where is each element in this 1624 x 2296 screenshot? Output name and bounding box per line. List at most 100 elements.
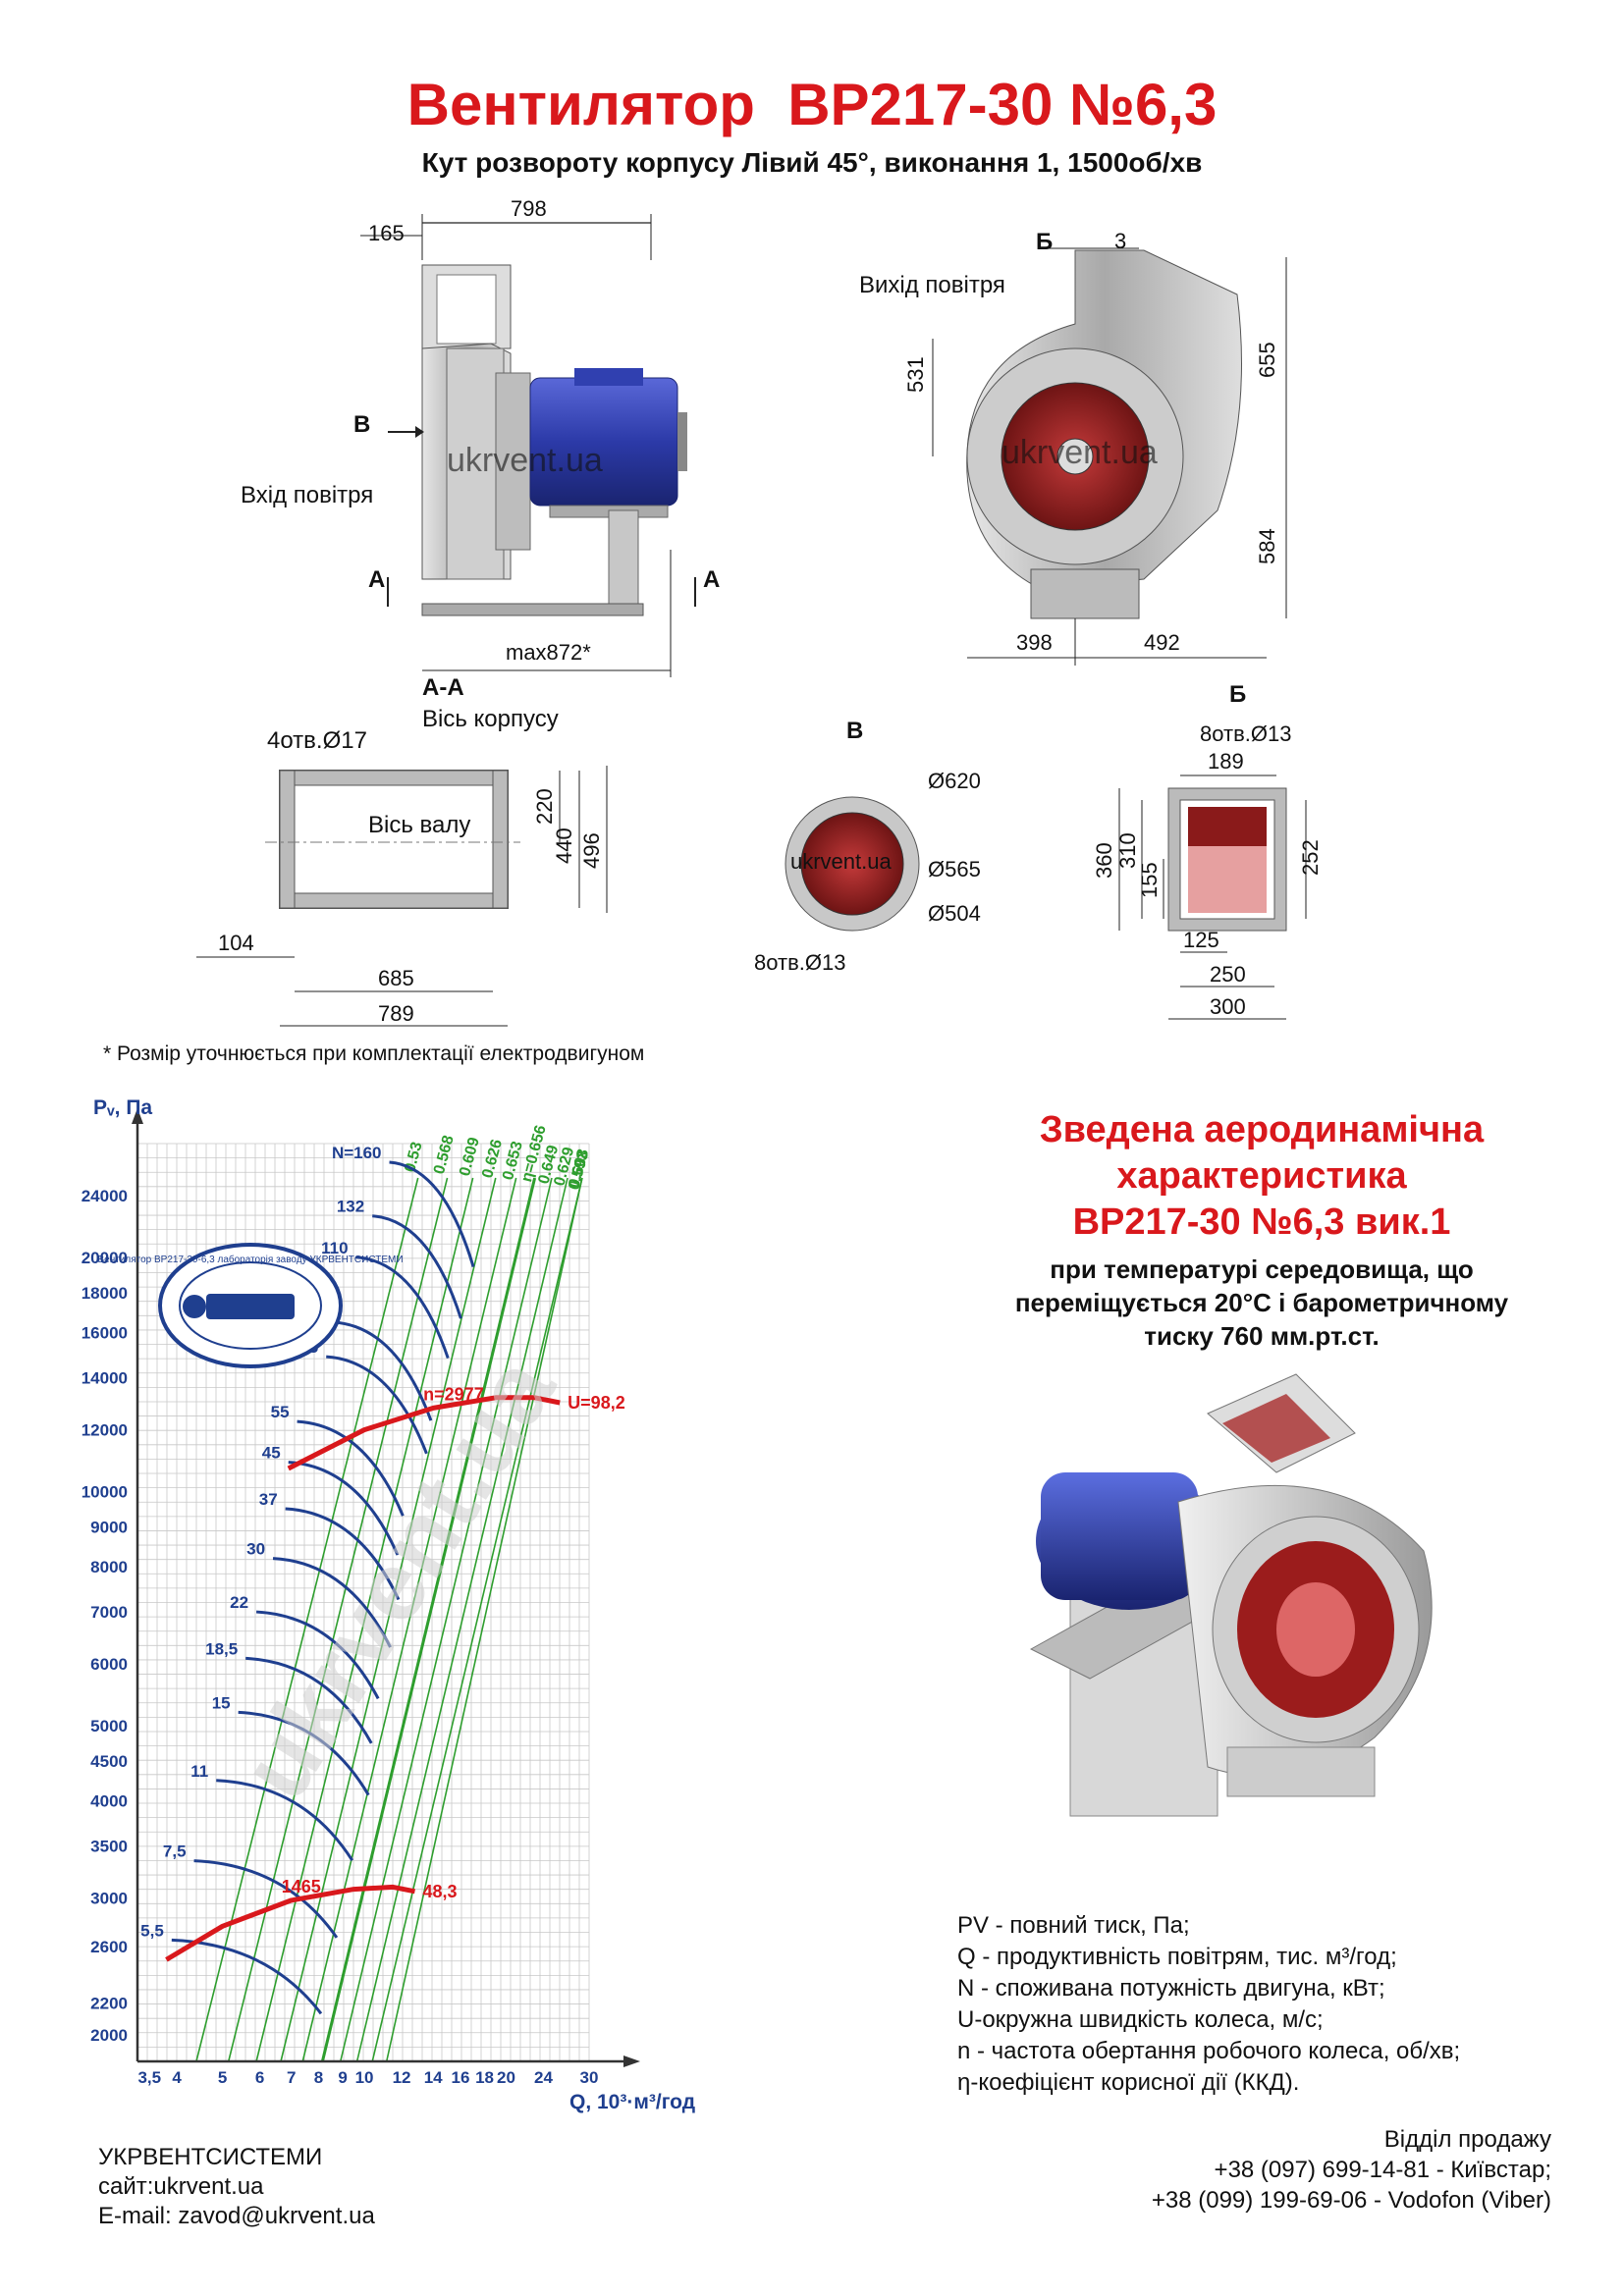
legend-item: η-коефіцієнт корисної дії (ККД). [957,2069,1300,2096]
power-curve [272,1557,392,1648]
y-tick-label: 4000 [90,1792,128,1811]
power-label: 5,5 [140,1921,164,1940]
dim-155: 155 [1137,862,1162,898]
power-label: N=160 [332,1144,382,1162]
speed-end-label: 48,3 [422,1882,457,1901]
efficiency-label: 0.568 [431,1134,458,1176]
dim-189: 189 [1208,749,1244,774]
power-curve [389,1160,475,1268]
power-curve [326,1355,428,1455]
dim-165: 165 [368,221,405,245]
x-tick-label: 20 [497,2068,515,2087]
x-axis-label: Q, 10³·м³/год [569,2091,695,2113]
watermark-front: ukrvent.ua [1001,434,1158,471]
y-tick-label: 7000 [90,1603,128,1622]
y-tick-label: 10000 [81,1482,128,1501]
speed-name-label: 1465 [282,1877,321,1896]
company-site[interactable]: сайт:ukrvent.ua [98,2173,264,2200]
legend-item: U-окружна швидкість колеса, м/с; [957,2006,1324,2033]
aero-title-line: ВР217-30 №6,3 вик.1 [1072,1201,1451,1243]
power-curve [372,1214,462,1319]
efficiency-line [385,1177,583,2062]
section-v: В ukrvent.ua Ø620 Ø565 Ø504 8отв.Ø13 [754,718,981,975]
efficiency-label: 0.609 [457,1136,483,1178]
fan-3d-image [1029,1373,1433,1817]
front-view: Вихід повітря Б 3 ukrvent.ua 531 655 584… [859,229,1287,666]
y-axis-label: Pᵥ, Па [93,1096,152,1119]
power-label: 55 [271,1403,290,1421]
x-tick-label: 24 [534,2068,553,2087]
efficiency-line [227,1177,449,2062]
x-tick-label: 12 [393,2068,411,2087]
legend-item: Q - продуктивність повітрям, тис. м³/год… [957,1944,1397,1970]
dim-252: 252 [1298,839,1323,876]
y-tick-label: 8000 [90,1558,128,1576]
speed-curve [287,1395,561,1471]
y-tick-label: 18000 [81,1284,128,1303]
x-tick-label: 18 [475,2068,494,2087]
label-view-b: В [353,411,370,438]
section-aa: А-А Вісь корпусу 4отв.Ø17 Вісь валу 220 … [196,674,608,1027]
x-tick-label: 30 [580,2068,599,2087]
power-curve [333,1320,433,1421]
x-tick-label: 4 [172,2068,182,2087]
efficiency-line [255,1177,474,2062]
power-curve [245,1656,373,1744]
label-air-outlet: Вихід повітря [859,272,1005,298]
power-curve [288,1461,400,1556]
dim-798: 798 [511,196,547,221]
x-tick-label: 5 [218,2068,227,2087]
power-label: 30 [246,1540,265,1559]
dim-685: 685 [378,966,414,990]
y-tick-label: 14000 [81,1369,128,1388]
y-tick-label: 24000 [81,1187,128,1205]
dim-d565: Ø565 [928,857,981,881]
power-curve [285,1507,401,1601]
speed-curve [165,1884,415,1962]
power-label: 110 [321,1239,348,1257]
speed-end-label: U=98,2 [568,1393,625,1413]
dim-440: 440 [552,828,576,864]
y-tick-label: 4500 [90,1752,128,1771]
power-curve [193,1859,339,1939]
section-aa-title: А-А [422,674,464,701]
efficiency-line [355,1177,568,2062]
dim-104: 104 [218,931,254,955]
x-tick-label: 6 [255,2068,264,2087]
holes-b-label: 8отв.Ø13 [1200,721,1291,746]
label-section-a-right: А [703,566,720,593]
x-tick-label: 16 [452,2068,470,2087]
legend-item: n - частота обертання робочого колеса, о… [957,2038,1461,2064]
watermark-side: ukrvent.ua [447,442,603,479]
x-tick-label: 9 [338,2068,347,2087]
x-tick-label: 14 [424,2068,443,2087]
lab-stamp: Вентилятор ВР217-30-6,3 лабораторія заво… [97,1243,404,1368]
sales-title: Відділ продажу [1383,2126,1551,2153]
aero-title: Зведена аеродинамічна характеристика ВР2… [884,1107,1624,1246]
legend: PV - повний тиск, Па; Q - продуктивність… [957,1910,1460,2099]
company-email[interactable]: E-mail: zavod@ukrvent.ua [98,2203,375,2229]
page-subtitle: Кут розвороту корпусу Лівий 45°, виконан… [421,147,1203,178]
dim-398: 398 [1016,630,1053,655]
sales-phone-1[interactable]: +38 (097) 699-14-81 - Київстар; [1214,2157,1551,2183]
label-section-a-left: А [368,566,385,593]
efficiency-line [195,1177,419,2062]
dim-250: 250 [1210,962,1246,987]
power-curve [216,1779,354,1862]
dim-310: 310 [1115,832,1140,869]
holes-aa-label: 4отв.Ø17 [267,727,367,754]
aero-subtitle-line: тиску 760 мм.рт.ст. [1144,1321,1380,1351]
efficiency-line [320,1177,537,2062]
y-tick-label: 3500 [90,1838,128,1856]
aero-title-line: Зведена аеродинамічна [1039,1109,1485,1150]
y-tick-label: 2600 [90,1938,128,1956]
y-tick-label: 2200 [90,1994,128,2012]
section-b-title: Б [1229,681,1246,708]
sales-phone-2[interactable]: +38 (099) 199-69-06 - Vodofon (Viber) [1151,2187,1551,2214]
power-curves [171,1160,475,2015]
dim-d620: Ø620 [928,769,981,793]
power-label: 18,5 [205,1639,238,1658]
company-info: УКРВЕНТСИСТЕМИ сайт:ukrvent.ua E-mail: z… [98,2143,375,2231]
label-view-b-front: Б [1036,229,1053,255]
